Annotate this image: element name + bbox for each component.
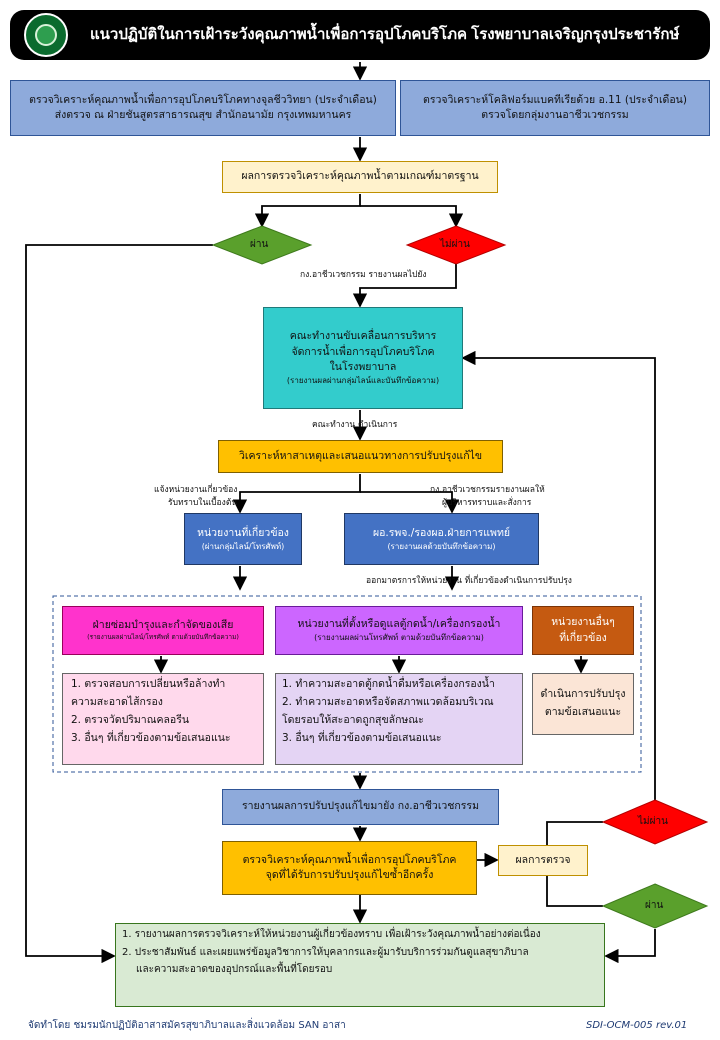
maintenance-task-item: 1. ตรวจสอบการเปลี่ยนหรือล้างทำ: [71, 678, 226, 690]
report-exec-label-2: ผู้บริหารทราบและสั่งการ: [442, 498, 532, 508]
committee-line3: ในโรงพยาบาล: [329, 360, 397, 373]
pass1-label: ผ่าน: [250, 239, 269, 250]
occ-report-label: กง.อาชีวเวชกรรม รายงานผลไปยัง: [300, 270, 427, 280]
related-dept-note: (ผ่านกลุ่มไลน์/โทรศัพท์): [201, 541, 285, 551]
fail2-diamond: [601, 799, 709, 845]
fail1-label: ไม่ผ่าน: [440, 239, 470, 250]
dispenser-task-item: โดยรอบให้สะอาดถูกสุขลักษณะ: [282, 713, 424, 726]
retest-line2: จุดที่ได้รับการปรับปรุงแก้ไขซ้ำอีกครั้ง: [265, 869, 434, 881]
footer-credit: จัดทำโดย ชมรมนักปฏิบัติอาสาสมัครสุขาภิบา…: [28, 1020, 346, 1031]
report-fix-box: รายงานผลการปรับปรุงแก้ไขมายัง กง.อาชีวเว…: [222, 789, 499, 825]
final-action-item: 1. รายงานผลการตรวจวิเคราะห์ให้หน่วยงานผู…: [122, 929, 541, 940]
dispenser-unit-note: (รายงานผลผ่านโทรศัพท์ ตามด้วยบันทึกข้อคว…: [314, 633, 484, 643]
other-task-item: ดำเนินการปรับปรุง: [540, 688, 626, 701]
report-exec-label-1: กง.อาชีวเวชกรรมรายงานผลให้: [430, 485, 545, 495]
final-action-item: และความสะอาดของอุปกรณ์และพื้นที่โดยรอบ: [136, 964, 333, 975]
page-title: แนวปฏิบัติในการเฝ้าระวังคุณภาพน้ำเพื่อกา…: [90, 26, 680, 44]
committee-line2: จัดการน้ำเพื่อการอุปโภคบริโภค: [291, 345, 435, 358]
related-dept-title: หน่วยงานที่เกี่ยวข้อง: [197, 526, 289, 539]
retest-line1: ตรวจวิเคราะห์คุณภาพน้ำเพื่อการอุปโภคบริโ…: [242, 853, 457, 866]
director-note: (รายงานผลด้วยบันทึกข้อความ): [387, 541, 496, 551]
other-unit-box: หน่วยงานอื่นๆ ที่เกี่ยวข้อง: [532, 606, 634, 655]
inform-dept-label-1: แจ้งหน่วยงานเกี่ยวข้อง: [154, 485, 238, 495]
retest-box: ตรวจวิเคราะห์คุณภาพน้ำเพื่อการอุปโภคบริโ…: [222, 841, 477, 895]
coliform-test-line2: ตรวจโดยกลุ่มงานอาชีวเวชกรรม: [481, 109, 629, 121]
dispenser-tasks-box: 1. ทำความสะอาดตู้กดน้ำดื่มหรือเครื่องกรอ…: [275, 673, 523, 765]
inform-dept-label-2: รับทราบในเบื้องต้น: [168, 498, 238, 508]
dispenser-unit-box: หน่วยงานที่ตั้งหรือดูแลตู้กดน้ำ/เครื่องก…: [275, 606, 523, 655]
dispenser-task-item: 2. ทำความสะอาดหรือจัดสภาพแวดล้อมบริเวณ: [282, 695, 494, 708]
committee-box: คณะทำงานขับเคลื่อนการบริหาร จัดการน้ำเพื…: [263, 307, 463, 409]
microbiology-test-line1: ตรวจวิเคราะห์คุณภาพน้ำเพื่อการอุปโภคบริโ…: [29, 93, 377, 106]
maintenance-task-item: 2. ตรวจวัดปริมาณคลอรีน: [71, 713, 190, 726]
analyze-box: วิเคราะห์หาสาเหตุและเสนอแนวทางการปรับปรุ…: [218, 440, 503, 473]
coliform-test-box: ตรวจวิเคราะห์โคลิฟอร์มแบคทีเรียด้วย อ.11…: [400, 80, 710, 136]
maintenance-note: (รายงานผลผ่านไลน์/โทรศัพท์ ตามด้วยบันทึก…: [87, 633, 239, 642]
other-unit-line1: หน่วยงานอื่นๆ: [551, 616, 615, 629]
dispenser-unit-title: หน่วยงานที่ตั้งหรือดูแลตู้กดน้ำ/เครื่องก…: [297, 618, 501, 631]
director-box: ผอ.รพจ./รองผอ.ฝ่ายการแพทย์ (รายงานผลด้วย…: [344, 513, 539, 565]
fail2-label: ไม่ผ่าน: [638, 816, 668, 827]
pass2-label: ผ่าน: [645, 900, 664, 911]
pass2-diamond: [601, 883, 709, 929]
related-dept-box: หน่วยงานที่เกี่ยวข้อง (ผ่านกลุ่มไลน์/โทร…: [184, 513, 302, 565]
document-code: SDI-OCM-005 rev.01: [586, 1020, 688, 1031]
maintenance-box: ฝ่ายซ่อมบำรุงและกำจัดของเสีย (รายงานผลผ่…: [62, 606, 264, 655]
exam-result-box: ผลการตรวจ: [498, 845, 588, 876]
maintenance-tasks-box: 1. ตรวจสอบการเปลี่ยนหรือล้างทำ ความสะอาด…: [62, 673, 264, 765]
final-action-item: 2. ประชาสัมพันธ์ และเผยแพร่ข้อมูลวิชาการ…: [122, 946, 529, 958]
committee-do-label: คณะทำงาน ดำเนินการ: [312, 420, 398, 430]
microbiology-test-box: ตรวจวิเคราะห์คุณภาพน้ำเพื่อการอุปโภคบริโ…: [10, 80, 396, 136]
standard-result-box: ผลการตรวจวิเคราะห์คุณภาพน้ำตามเกณฑ์มาตรฐ…: [222, 161, 498, 193]
fail1-diamond: [405, 225, 507, 265]
other-task-item: ตามข้อเสนอแนะ: [544, 706, 622, 718]
director-title: ผอ.รพจ./รองผอ.ฝ่ายการแพทย์: [372, 526, 511, 539]
committee-note: (รายงานผลผ่านกลุ่มไลน์และบันทึกข้อความ): [286, 376, 440, 386]
dispenser-task-item: 1. ทำความสะอาดตู้กดน้ำดื่มหรือเครื่องกรอ…: [282, 678, 495, 690]
hospital-logo: [24, 13, 68, 57]
pass1-diamond: [211, 225, 313, 265]
other-unit-line2: ที่เกี่ยวข้อง: [559, 631, 607, 644]
order-units-label: ออกมาตรการให้หน่วยงาน ที่เกี่ยวข้องดำเนิ…: [366, 576, 572, 586]
final-actions-box: 1. รายงานผลการตรวจวิเคราะห์ให้หน่วยงานผู…: [115, 923, 605, 1007]
maintenance-title: ฝ่ายซ่อมบำรุงและกำจัดของเสีย: [92, 619, 234, 632]
maintenance-task-item: ความสะอาดไส้กรอง: [71, 695, 163, 708]
coliform-test-line1: ตรวจวิเคราะห์โคลิฟอร์มแบคทีเรียด้วย อ.11…: [423, 93, 687, 106]
other-tasks-box: ดำเนินการปรับปรุง ตามข้อเสนอแนะ: [532, 673, 634, 735]
dispenser-task-item: 3. อื่นๆ ที่เกี่ยวข้องตามข้อเสนอแนะ: [282, 731, 442, 744]
header-bar: แนวปฏิบัติในการเฝ้าระวังคุณภาพน้ำเพื่อกา…: [10, 10, 710, 60]
maintenance-task-item: 3. อื่นๆ ที่เกี่ยวข้องตามข้อเสนอแนะ: [71, 731, 231, 744]
microbiology-test-line2: ส่งตรวจ ณ ฝ่ายชันสูตรสาธารณสุข สำนักอนาม…: [54, 109, 352, 121]
committee-line1: คณะทำงานขับเคลื่อนการบริหาร: [289, 330, 437, 343]
